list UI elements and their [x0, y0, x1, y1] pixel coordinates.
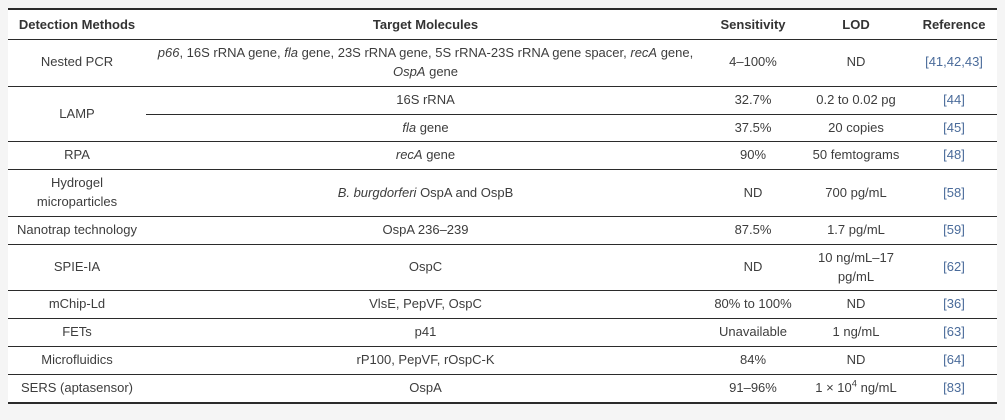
col-header-lod: LOD [801, 8, 911, 40]
reference-cell: [83] [911, 374, 997, 404]
reference-link[interactable]: [63] [943, 324, 965, 340]
sensitivity-cell: ND [705, 244, 801, 292]
reference-link[interactable]: [41,42,43] [925, 54, 983, 70]
sensitivity-cell: 90% [705, 141, 801, 171]
target-cell: fla gene [146, 114, 705, 143]
sensitivity-cell: 32.7% [705, 86, 801, 115]
reference-link[interactable]: [59] [943, 221, 965, 237]
detection-methods-table: Detection Methods Target Molecules Sensi… [8, 8, 997, 404]
reference-cell: [64] [911, 346, 997, 375]
method-cell: mChip-Ld [8, 290, 146, 320]
target-cell: B. burgdorferi OspA and OspB [146, 169, 705, 217]
lod-cell: 20 copies [801, 114, 911, 143]
method-cell: Nested PCR [8, 39, 146, 87]
reference-cell: [44] [911, 86, 997, 115]
reference-link[interactable]: [83] [943, 379, 965, 395]
reference-link[interactable]: [58] [943, 184, 965, 200]
sensitivity-cell: Unavailable [705, 318, 801, 348]
target-cell: OspC [146, 244, 705, 292]
reference-link[interactable]: [44] [943, 91, 965, 107]
table-row: Nested PCR p66, 16S rRNA gene, fla gene,… [8, 39, 997, 87]
header-row: Detection Methods Target Molecules Sensi… [8, 8, 997, 40]
reference-link[interactable]: [45] [943, 119, 965, 135]
method-cell: LAMP [8, 86, 146, 143]
table-row: RPA recA gene 90% 50 femtograms [48] [8, 141, 997, 171]
method-cell: RPA [8, 141, 146, 171]
lod-cell: 50 femtograms [801, 141, 911, 171]
method-cell: SPIE-IA [8, 244, 146, 292]
reference-cell: [45] [911, 114, 997, 143]
table-row: SERS (aptasensor) OspA 91–96% 1 × 104 ng… [8, 374, 997, 404]
method-cell: Hydrogel microparticles [8, 169, 146, 217]
sensitivity-cell: ND [705, 169, 801, 217]
table-row: FETs p41 Unavailable 1 ng/mL [63] [8, 318, 997, 348]
reference-cell: [58] [911, 169, 997, 217]
sensitivity-cell: 80% to 100% [705, 290, 801, 320]
target-cell: recA gene [146, 141, 705, 171]
target-cell: p66, 16S rRNA gene, fla gene, 23S rRNA g… [146, 39, 705, 87]
reference-cell: [36] [911, 290, 997, 320]
target-cell: OspA 236–239 [146, 216, 705, 245]
lod-cell: 0.2 to 0.02 pg [801, 86, 911, 115]
table-row: Nanotrap technology OspA 236–239 87.5% 1… [8, 216, 997, 245]
target-cell: OspA [146, 374, 705, 404]
lod-cell: ND [801, 346, 911, 375]
table-row: mChip-Ld VlsE, PepVF, OspC 80% to 100% N… [8, 290, 997, 320]
table-row: fla gene 37.5% 20 copies [45] [8, 114, 997, 143]
table-row: SPIE-IA OspC ND 10 ng/mL–17 pg/mL [62] [8, 244, 997, 292]
lod-cell: 10 ng/mL–17 pg/mL [801, 244, 911, 292]
reference-link[interactable]: [62] [943, 259, 965, 275]
target-cell: p41 [146, 318, 705, 348]
table-row: Hydrogel microparticles B. burgdorferi O… [8, 169, 997, 217]
method-cell: Microfluidics [8, 346, 146, 375]
lod-cell: 1.7 pg/mL [801, 216, 911, 245]
sensitivity-cell: 84% [705, 346, 801, 375]
sensitivity-cell: 37.5% [705, 114, 801, 143]
lod-cell: ND [801, 39, 911, 87]
col-header-detection-methods: Detection Methods [8, 8, 146, 40]
reference-cell: [59] [911, 216, 997, 245]
reference-link[interactable]: [48] [943, 147, 965, 163]
col-header-reference: Reference [911, 8, 997, 40]
lod-cell: 1 ng/mL [801, 318, 911, 348]
table-row: LAMP 16S rRNA 32.7% 0.2 to 0.02 pg [44] [8, 86, 997, 143]
reference-cell: [48] [911, 141, 997, 171]
lod-cell: ND [801, 290, 911, 320]
method-cell: SERS (aptasensor) [8, 374, 146, 404]
sensitivity-cell: 4–100% [705, 39, 801, 87]
table-row: Microfluidics rP100, PepVF, rOspC-K 84% … [8, 346, 997, 375]
lod-cell: 1 × 104 ng/mL [801, 374, 911, 404]
method-cell: FETs [8, 318, 146, 348]
target-cell: 16S rRNA [146, 86, 705, 115]
lod-cell: 700 pg/mL [801, 169, 911, 217]
reference-link[interactable]: [64] [943, 352, 965, 368]
col-header-target-molecules: Target Molecules [146, 8, 705, 40]
method-cell: Nanotrap technology [8, 216, 146, 245]
reference-cell: [41,42,43] [911, 39, 997, 87]
reference-link[interactable]: [36] [943, 296, 965, 312]
sensitivity-cell: 91–96% [705, 374, 801, 404]
target-cell: VlsE, PepVF, OspC [146, 290, 705, 320]
col-header-sensitivity: Sensitivity [705, 8, 801, 40]
sensitivity-cell: 87.5% [705, 216, 801, 245]
reference-cell: [62] [911, 244, 997, 292]
reference-cell: [63] [911, 318, 997, 348]
target-cell: rP100, PepVF, rOspC-K [146, 346, 705, 375]
